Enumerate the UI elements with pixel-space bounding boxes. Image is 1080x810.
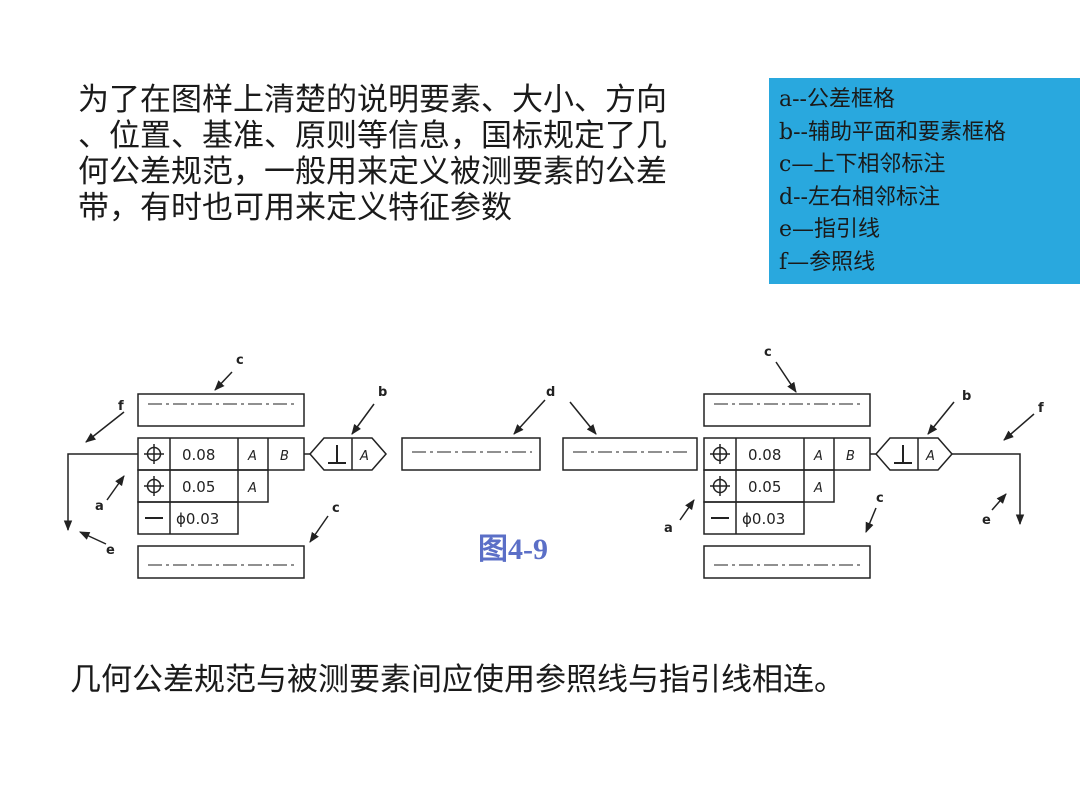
legend-item-d: d--左右相邻标注 [779,184,940,210]
perpendicularity-icon [328,445,346,464]
conclusion-text: 几何公差规范与被测要素间应使用参照线与指引线相连。 [70,662,845,698]
right-label-c-bottom: c [876,491,884,506]
left-group [63,371,546,579]
intro-line-1: 为了在图样上清楚的说明要素、大小、方向 [78,82,667,118]
right-auxiliary-plane-frame [875,437,953,471]
intro-line-2: 、位置、基准、原则等信息，国标规定了几 [78,118,667,154]
left-row2-datum-a: A [247,481,257,496]
right-leader-line [952,453,1025,526]
intro-line-4: 带，有时也可用来定义特征参数 [78,190,512,226]
right-label-e: e [982,513,991,528]
left-lower-adjacent-frame [137,545,305,579]
right-datum-a: A [813,449,823,464]
left-leader-line [63,453,138,532]
left-label-c-bottom: c [332,501,340,516]
right-row3-value: ϕ0.03 [742,510,785,528]
legend-item-a: a--公差框格 [779,87,895,112]
intro-paragraph: 为了在图样上清楚的说明要素、大小、方向 、位置、基准、原则等信息，国标规定了几 … [78,82,768,226]
position-icon [710,444,730,464]
perpendicularity-icon [894,445,912,464]
left-side-adjacent-frame [401,437,541,471]
legend-item-b: b--辅助平面和要素框格 [779,119,1006,145]
figure-title: 图4-9 [478,533,548,566]
position-icon [710,476,730,496]
legend-box: a--公差框格 b--辅助平面和要素框格 c—上下相邻标注 d--左右相邻标注 … [769,78,1080,284]
left-label-e: e [106,543,115,558]
left-upper-adjacent-frame [137,393,305,427]
position-icon [144,476,164,496]
left-datum-a: A [247,449,257,464]
left-row2-value: 0.05 [182,478,215,496]
legend-item-f: f—参照线 [779,249,876,275]
left-label-f: f [118,399,124,414]
right-label-a: a [664,521,673,536]
left-auxiliary-plane-frame [309,437,387,471]
right-row2-datum-a: A [813,481,823,496]
right-label-f: f [1038,401,1044,416]
tolerance-diagram: 0.08 0.05 ϕ0.03 A B A A 0.08 0.05 ϕ0.03 … [63,345,1044,579]
left-label-c-top: c [236,353,244,368]
right-side-adjacent-frame [562,437,698,471]
legend-item-e: e—指引线 [779,217,881,242]
legend-item-c: c—上下相邻标注 [779,152,946,177]
left-aux-datum-a: A [359,449,369,464]
right-label-c-top: c [764,345,772,360]
right-upper-adjacent-frame [703,393,871,427]
left-row1-value: 0.08 [182,446,215,464]
left-label-a: a [95,499,104,514]
intro-line-3: 何公差规范，一般用来定义被测要素的公差 [78,154,667,190]
left-datum-b: B [280,449,289,464]
right-row1-value: 0.08 [748,446,781,464]
left-row3-value: ϕ0.03 [176,510,219,528]
right-row2-value: 0.05 [748,478,781,496]
right-label-b: b [962,389,971,404]
right-group [562,361,1035,579]
label-d: d [546,385,555,400]
left-label-b: b [378,385,387,400]
position-icon [144,444,164,464]
right-lower-adjacent-frame [703,545,871,579]
right-aux-datum-a: A [925,449,935,464]
right-datum-b: B [846,449,855,464]
